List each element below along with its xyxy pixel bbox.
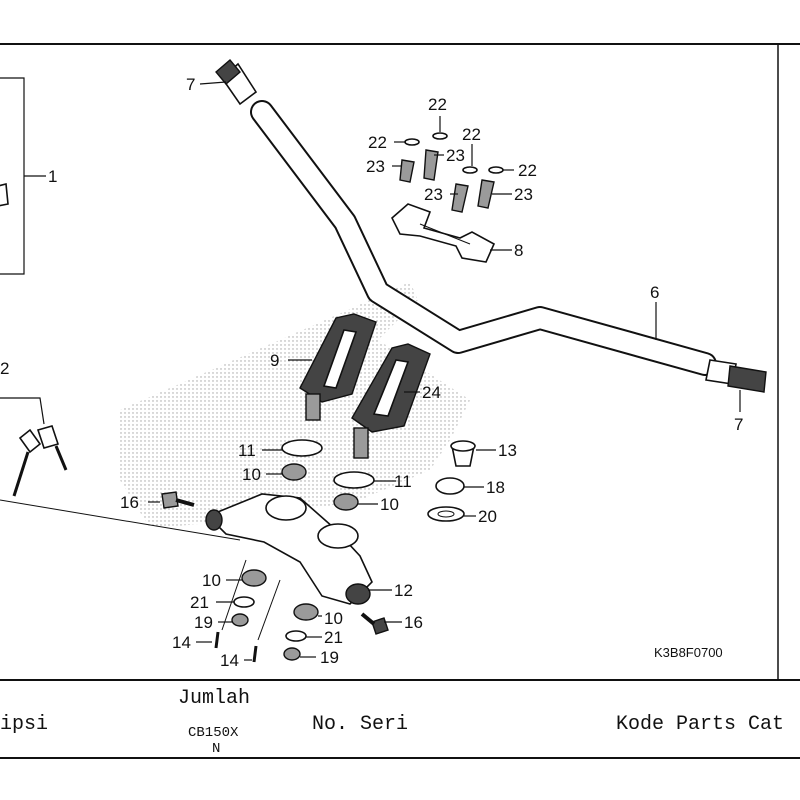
part-7-bar-end-left bbox=[199, 59, 258, 106]
callout-2: 2 bbox=[0, 359, 9, 378]
column-serial: No. Seri bbox=[312, 713, 408, 736]
part-16-bolt-left bbox=[148, 491, 195, 509]
callout-19: 19 bbox=[194, 613, 213, 632]
column-model-sub: N bbox=[212, 741, 220, 757]
callout-10: 10 bbox=[242, 465, 261, 484]
shading-area bbox=[120, 282, 470, 528]
part-22-washers bbox=[404, 132, 504, 174]
diagram-frame bbox=[0, 43, 800, 759]
callout-14: 14 bbox=[220, 651, 239, 670]
callout-23: 23 bbox=[514, 185, 533, 204]
callout-24: 24 bbox=[422, 383, 441, 402]
part-12-top-bridge bbox=[205, 493, 392, 605]
part-11-washers bbox=[262, 439, 396, 489]
callout-23: 23 bbox=[424, 185, 443, 204]
part-24-riser bbox=[351, 343, 431, 459]
callout-labels: 1 2 6 7 7 8 9 10 10 10 10 11 11 12 13 14… bbox=[0, 75, 743, 670]
part-9-riser bbox=[288, 313, 377, 421]
callout-23: 23 bbox=[366, 157, 385, 176]
callout-10: 10 bbox=[380, 495, 399, 514]
part-20-washer bbox=[427, 506, 476, 522]
callout-16: 16 bbox=[404, 613, 423, 632]
parts-table-header: ipsi Jumlah CB150X N No. Seri Kode Parts… bbox=[0, 687, 784, 757]
part-13-stem-nut bbox=[450, 440, 496, 467]
part-23-bolts bbox=[399, 149, 495, 213]
column-jumlah: Jumlah bbox=[178, 687, 250, 710]
callout-14: 14 bbox=[172, 633, 191, 652]
column-parts-code: Kode Parts Cat bbox=[616, 713, 784, 736]
column-model: CB150X bbox=[188, 725, 239, 741]
part-16-bolt-right bbox=[360, 612, 402, 635]
part-21-washers bbox=[216, 596, 322, 642]
callout-11: 11 bbox=[394, 472, 412, 491]
callout-23: 23 bbox=[446, 146, 465, 165]
callout-6: 6 bbox=[650, 283, 659, 302]
callout-7-right: 7 bbox=[734, 415, 743, 434]
callout-22: 22 bbox=[428, 95, 447, 114]
callout-11: 11 bbox=[238, 441, 256, 460]
part-7-bar-end-right bbox=[705, 359, 767, 412]
callout-9: 9 bbox=[270, 351, 279, 370]
callout-22: 22 bbox=[518, 161, 537, 180]
part-10-rubbers bbox=[226, 463, 378, 621]
callout-21: 21 bbox=[324, 628, 343, 647]
column-description: ipsi bbox=[0, 713, 48, 736]
part-8-upper-holder bbox=[391, 203, 512, 263]
callout-19: 19 bbox=[320, 648, 339, 667]
callout-22: 22 bbox=[462, 125, 481, 144]
part-18-lock-nut bbox=[435, 477, 484, 495]
callout-1: 1 bbox=[48, 167, 57, 186]
callout-13: 13 bbox=[498, 441, 517, 460]
callout-16: 16 bbox=[120, 493, 139, 512]
callout-22: 22 bbox=[368, 133, 387, 152]
diagram-reference-code: K3B8F0700 bbox=[654, 645, 723, 660]
callout-12: 12 bbox=[394, 581, 413, 600]
callout-8: 8 bbox=[514, 241, 523, 260]
callout-10: 10 bbox=[202, 571, 221, 590]
callout-18: 18 bbox=[486, 478, 505, 497]
callout-20: 20 bbox=[478, 507, 497, 526]
part-6-handlebar bbox=[250, 100, 717, 376]
part-14-bolts bbox=[196, 559, 281, 663]
callout-7-left: 7 bbox=[186, 75, 195, 94]
part-2-ignition-key bbox=[0, 397, 241, 541]
callout-10: 10 bbox=[324, 609, 343, 628]
part-1-bracket bbox=[0, 77, 46, 275]
part-19-nuts bbox=[218, 613, 316, 661]
callout-21: 21 bbox=[190, 593, 209, 612]
bolt-leader-lines bbox=[392, 116, 514, 195]
